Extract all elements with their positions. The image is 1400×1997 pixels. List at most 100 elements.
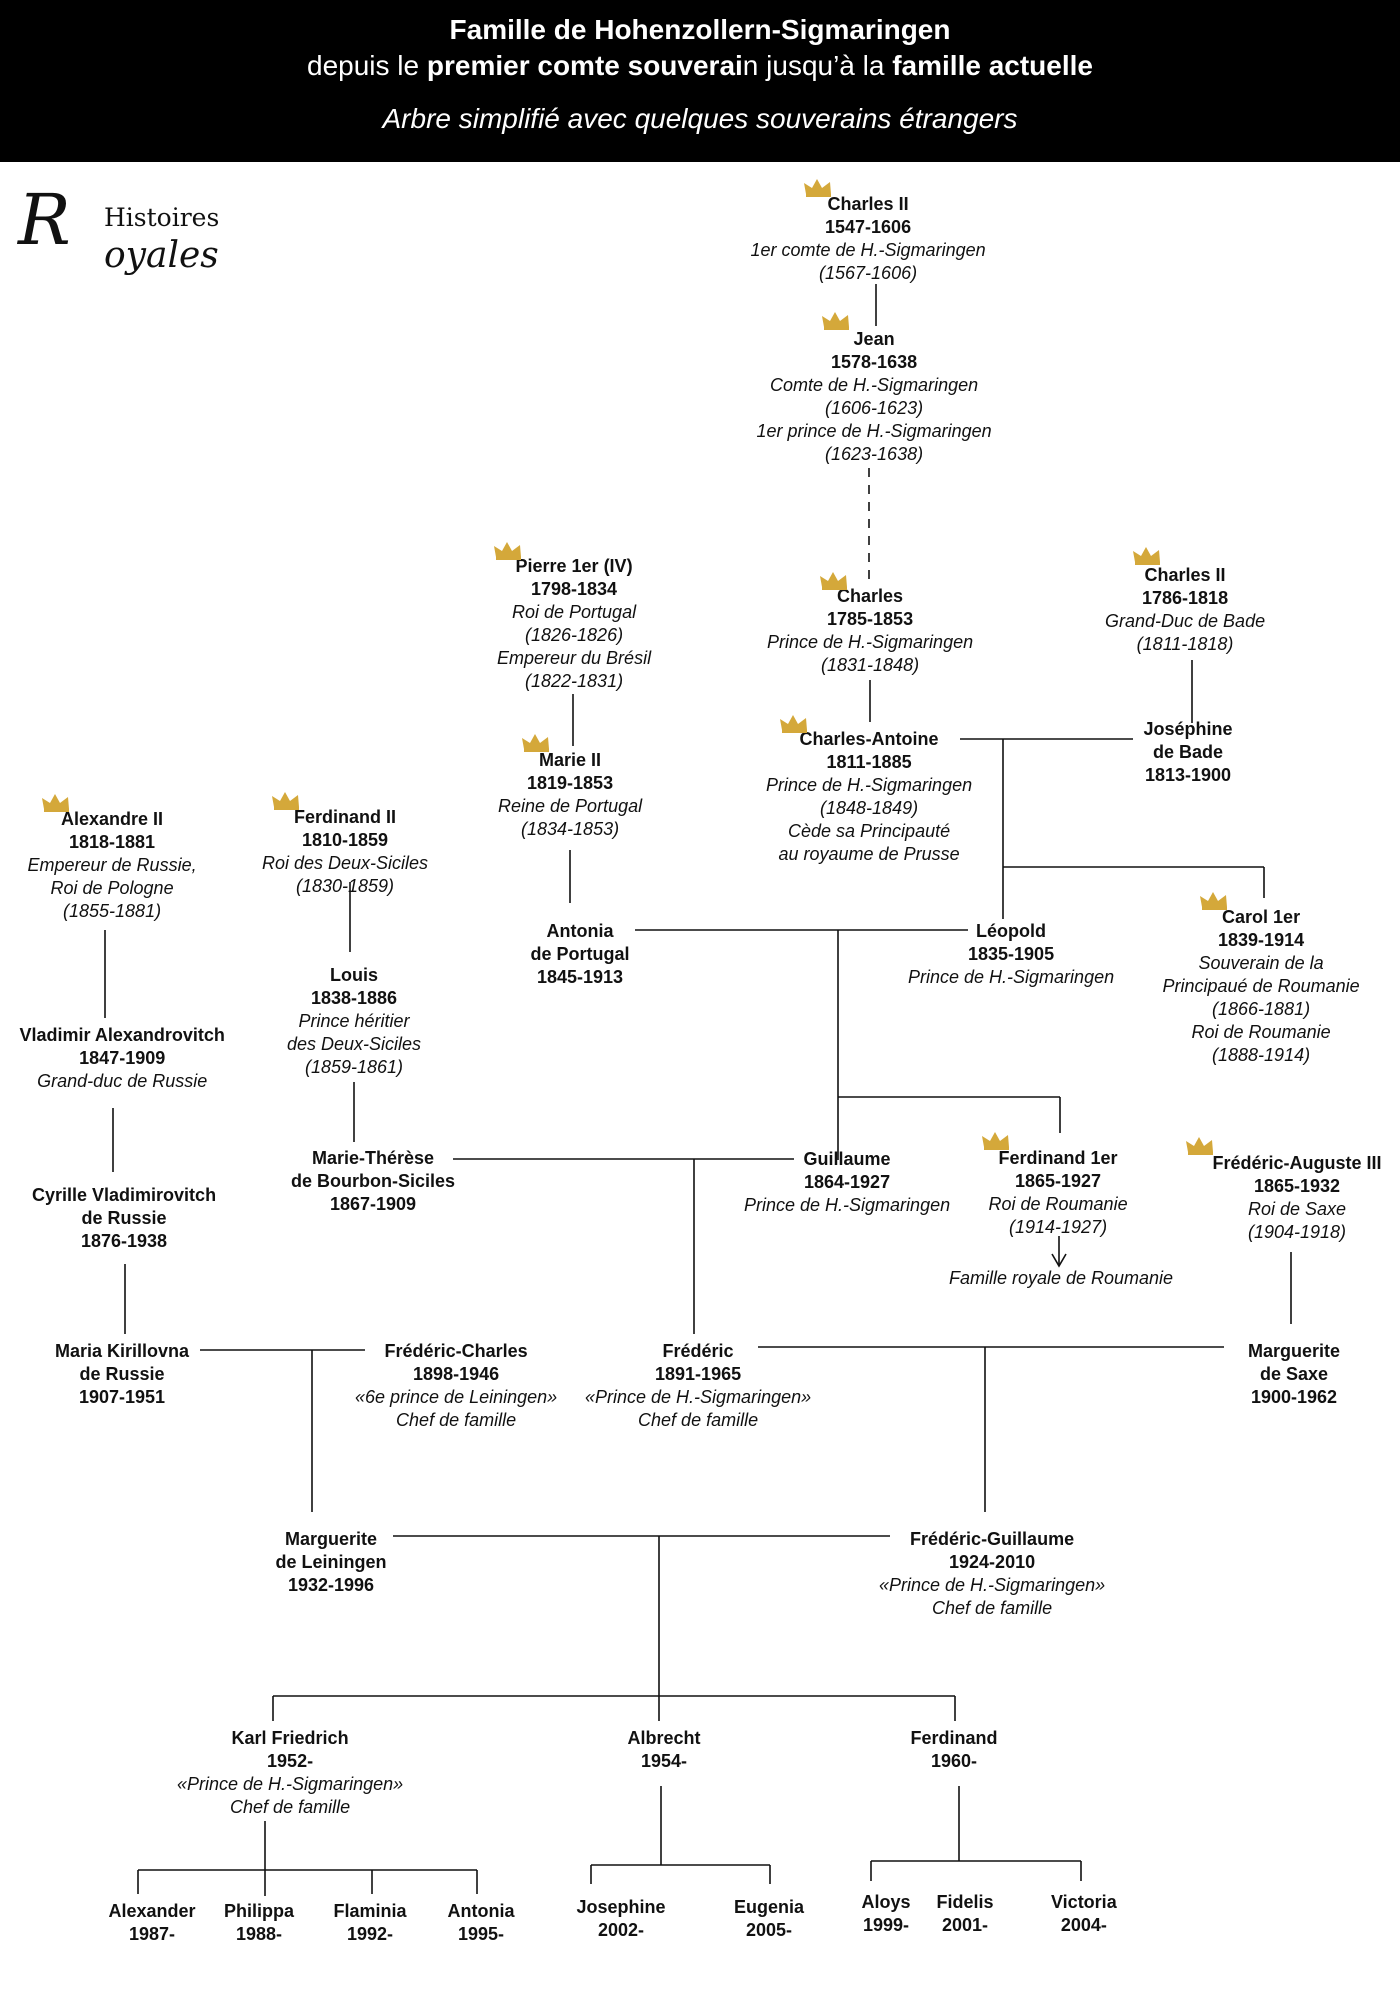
person-name: Joséphine bbox=[1143, 719, 1233, 739]
crown-icon bbox=[804, 179, 831, 197]
person-name: Frédéric-Charles bbox=[384, 1341, 528, 1361]
person-dates: 1988- bbox=[235, 1924, 283, 1944]
person-role: «6e prince de Leiningen» bbox=[355, 1387, 558, 1407]
person-dates: 2005- bbox=[745, 1920, 793, 1940]
crown-icon bbox=[982, 1132, 1009, 1150]
title-line-1: Famille de Hohenzollern-Sigmaringen bbox=[449, 14, 951, 45]
person-role: Prince de H.-Sigmaringen bbox=[744, 1195, 951, 1215]
person-dates: 1786-1818 bbox=[1142, 588, 1229, 608]
person-dates: 1907-1951 bbox=[78, 1387, 166, 1407]
person-dates: 2002- bbox=[597, 1920, 645, 1940]
person-name-line-2: de Portugal bbox=[530, 944, 630, 964]
person-role: Roi des Deux-Siciles bbox=[262, 853, 429, 873]
person-role: Chef de famille bbox=[230, 1797, 351, 1817]
person-dates: 1867-1909 bbox=[329, 1194, 417, 1214]
crown-icon bbox=[1200, 892, 1227, 910]
person-role: (1811-1818) bbox=[1136, 634, 1234, 654]
person-name: Ferdinand 1er bbox=[998, 1148, 1118, 1168]
crown-icon bbox=[522, 734, 549, 752]
person-name: Carol 1er bbox=[1222, 907, 1301, 927]
person-dates: 1865-1927 bbox=[1014, 1171, 1102, 1191]
person-name: Louis bbox=[330, 965, 379, 985]
person-dates: 2001- bbox=[941, 1915, 989, 1935]
crown-icon bbox=[494, 542, 521, 560]
subtitle: Arbre simplifié avec quelques souverains… bbox=[382, 103, 1018, 134]
person-dates: 1835-1905 bbox=[968, 944, 1055, 964]
crown-icon bbox=[42, 794, 69, 812]
person-role: «Prince de H.-Sigmaringen» bbox=[879, 1575, 1106, 1595]
person-name: Marguerite bbox=[1248, 1341, 1341, 1361]
note-famille-roumanie: Famille royale de Roumanie bbox=[948, 1268, 1174, 1288]
person-dates: 1865-1932 bbox=[1253, 1176, 1341, 1196]
person-role: Prince héritier bbox=[298, 1011, 410, 1031]
title-line-2-part-a: depuis le bbox=[307, 50, 427, 81]
person-dates: 2004- bbox=[1060, 1915, 1107, 1935]
person-dates: 1578-1638 bbox=[831, 352, 918, 372]
crown-icon bbox=[1133, 547, 1160, 565]
person-role: Roi de Roumanie bbox=[988, 1194, 1128, 1214]
person-fidelis: Fidelis 2001- bbox=[937, 1891, 994, 1937]
person-dates: 1932-1996 bbox=[287, 1575, 375, 1595]
person-role: Roi de Pologne bbox=[50, 878, 174, 898]
person-dates: 1810-1859 bbox=[301, 830, 389, 850]
person-role: (1848-1849) bbox=[820, 798, 919, 818]
person-dates: 1952- bbox=[267, 1751, 314, 1771]
logo-word-2: oyales bbox=[104, 235, 219, 276]
person-name: Alexander bbox=[108, 1901, 196, 1921]
person-name: Cyrille Vladimirovitch bbox=[32, 1185, 217, 1205]
person-name: Ferdinand II bbox=[294, 807, 397, 827]
person-role: Reine de Portugal bbox=[498, 796, 643, 816]
person-dates: 1838-1886 bbox=[310, 988, 398, 1008]
person-role: (1831-1848) bbox=[821, 655, 920, 675]
title-line-2-part-b: premier comte souverai bbox=[426, 50, 743, 81]
person-dates: 1960- bbox=[930, 1751, 978, 1771]
person-role: (1855-1881) bbox=[63, 901, 162, 921]
person-role: Principaué de Roumanie bbox=[1162, 976, 1360, 996]
person-name-line-2: de Bourbon-Siciles bbox=[291, 1171, 456, 1191]
person-dates: 1900-1962 bbox=[1250, 1387, 1338, 1407]
person-role: (1606-1623) bbox=[825, 398, 924, 418]
logo-word-1: Histoires bbox=[104, 203, 220, 232]
person-role: Chef de famille bbox=[638, 1410, 759, 1430]
person-role: (1914-1927) bbox=[1009, 1217, 1108, 1237]
logo-initial: R bbox=[18, 179, 71, 261]
person-role: (1834-1853) bbox=[521, 819, 620, 839]
person-dates: 1813-1900 bbox=[1144, 765, 1232, 785]
person-role: (1904-1918) bbox=[1247, 1222, 1347, 1242]
person-role: Grand-duc de Russie bbox=[37, 1071, 208, 1091]
person-dates: 1785-1853 bbox=[827, 609, 914, 629]
crown-icon bbox=[272, 792, 299, 810]
person-name: Fidelis bbox=[936, 1892, 994, 1912]
person-name: Charles II bbox=[1144, 565, 1226, 585]
person-josephine: Joséphine de Bade 1813-1900 bbox=[1144, 718, 1233, 787]
person-dates: 1818-1881 bbox=[68, 832, 156, 852]
person-name: Marie-Thérèse bbox=[311, 1148, 435, 1168]
person-name-line-2: de Bade bbox=[1153, 742, 1224, 762]
person-role: (1623-1638) bbox=[825, 444, 924, 464]
person-name: Vladimir Alexandrovitch bbox=[19, 1025, 225, 1045]
person-name: Charles II bbox=[827, 194, 909, 214]
person-name: Marie II bbox=[539, 750, 602, 770]
